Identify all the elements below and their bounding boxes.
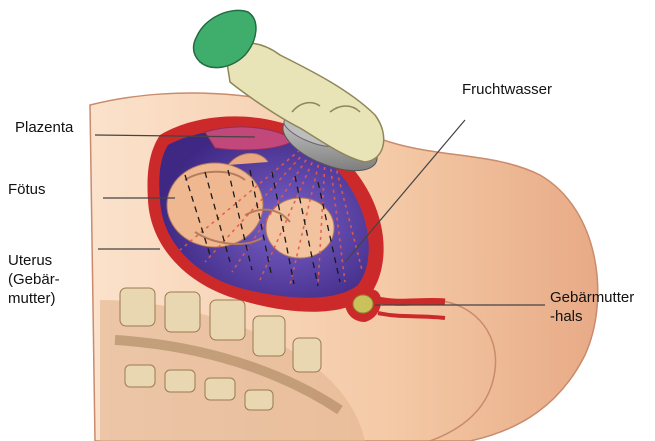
label-foetus: Fötus <box>8 180 46 199</box>
label-plazenta: Plazenta <box>15 118 73 137</box>
label-fruchtwasser: Fruchtwasser <box>462 80 552 99</box>
label-uterus: Uterus (Gebär- mutter) <box>8 251 60 308</box>
label-cervix: Gebärmutter -hals <box>550 288 634 326</box>
